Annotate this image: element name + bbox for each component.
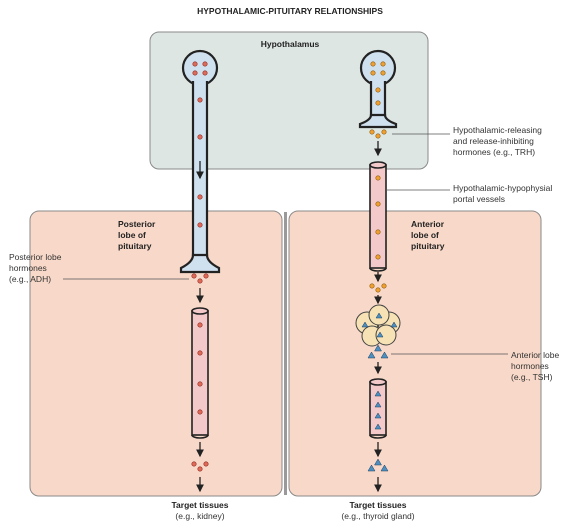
releasing-hormone-granules	[369, 129, 387, 139]
posterior-neuron-terminal	[179, 253, 221, 274]
anterior-neuron-terminal	[358, 113, 398, 129]
left-target-example: (e.g., kidney)	[175, 511, 224, 521]
right-target-example: (e.g., thyroid gland)	[341, 511, 414, 521]
posterior-neuron	[179, 49, 221, 274]
anterior-hormone-triangles	[367, 344, 389, 359]
left-target-title: Target tissues	[171, 500, 228, 510]
releasing-hormones-callout: Hypothalamic-releasing and release-inhib…	[453, 125, 544, 157]
posterior-hormone-granules	[191, 273, 209, 284]
posterior-output-granules	[191, 461, 209, 472]
posterior-lobe-label: Posterior lobe of pituitary	[118, 219, 158, 251]
anterior-lobe-region	[288, 210, 542, 497]
anterior-hormones-callout: Anterior lobe hormones (e.g., TSH)	[511, 350, 562, 382]
posterior-blood-vessel	[191, 307, 209, 439]
right-target-title: Target tissues	[349, 500, 406, 510]
hypothalamus-region	[149, 31, 429, 170]
posterior-lobe-region	[29, 210, 283, 497]
posterior-neuron-granules	[192, 61, 208, 228]
portal-output-granules	[369, 283, 387, 293]
posterior-neuron-cell-body	[181, 49, 219, 87]
anterior-neuron-granules	[370, 61, 386, 106]
diagram-title: HYPOTHALAMIC-PITUITARY RELATIONSHIPS	[197, 6, 383, 16]
anterior-neuron	[358, 49, 398, 129]
anterior-pituitary-cells	[355, 304, 401, 347]
anterior-lobe-label: Anterior lobe of pituitary	[411, 219, 446, 251]
anterior-output-triangles	[367, 458, 389, 472]
posterior-hormones-callout: Posterior lobe hormones (e.g., ADH)	[9, 252, 64, 284]
portal-vessel	[369, 161, 387, 272]
anterior-neuron-cell-body	[359, 49, 397, 87]
portal-vessels-callout: Hypothalamic-hypophysial portal vessels	[453, 183, 555, 204]
anterior-blood-vessel	[369, 378, 387, 439]
hypothalamus-label: Hypothalamus	[261, 39, 320, 49]
